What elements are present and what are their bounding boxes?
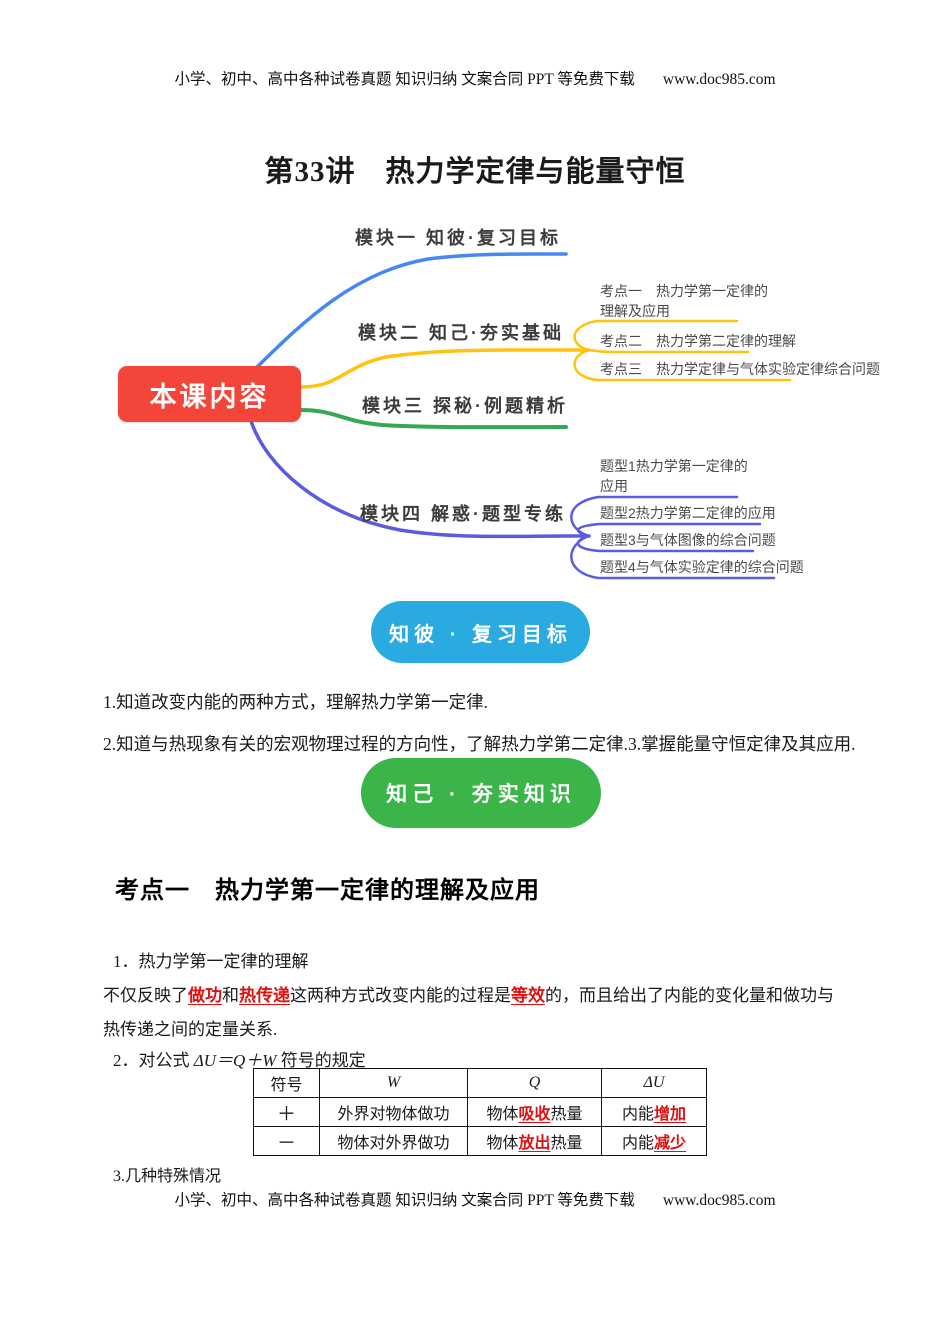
row1-du-red: 增加: [654, 1106, 687, 1123]
mindmap-branch-1[interactable]: 模块一 知彼·复习目标: [355, 228, 561, 248]
row2-du-pre: 内能: [621, 1135, 654, 1152]
row1-w: 外界对物体做功: [319, 1097, 468, 1127]
row2-q-pre: 物体: [486, 1135, 519, 1152]
page-title: 第33讲 热力学定律与能量守恒: [264, 156, 686, 188]
para-seg4: 的，而且给出了内能的变化量和做功与: [545, 986, 834, 1005]
mindmap-branch-2[interactable]: 模块二 知己·夯实基础: [358, 323, 564, 343]
row2-du: 内能减少: [601, 1126, 707, 1156]
mindmap-leaf-kaodian3[interactable]: 考点三 热力学定律与气体实验定律综合问题: [600, 361, 880, 377]
mindmap-root-node[interactable]: 本课内容: [118, 366, 301, 422]
header-text: 小学、初中、高中各种试卷真题 知识归纳 文案合同 PPT 等免费下载: [174, 71, 635, 88]
table-header-w: W: [319, 1068, 468, 1098]
kaodian1-paragraph-line2: 热传递之间的定量关系.: [103, 1020, 278, 1039]
page-footer: 小学、初中、高中各种试卷真题 知识归纳 文案合同 PPT 等免费下载 www.do…: [0, 1188, 950, 1210]
formula-prefix: 2．对公式: [113, 1051, 194, 1070]
table-row: ＋ 外界对物体做功 物体吸收热量 内能增加: [253, 1097, 707, 1127]
mindmap-leaf-kaodian1[interactable]: 考点一 热力学第一定律的 理解及应用: [600, 281, 768, 321]
table-header-q: Q: [467, 1068, 602, 1098]
row1-sign: ＋: [253, 1097, 320, 1127]
row2-q-post: 热量: [550, 1135, 583, 1152]
formula-expression: ΔU＝Q＋W: [193, 1051, 277, 1070]
footer-url: www.doc985.com: [662, 1192, 776, 1209]
kaodian1-paragraph-line1: 不仅反映了做功和热传递这两种方式改变内能的过程是等效的，而且给出了内能的变化量和…: [103, 981, 834, 1006]
mindmap-branch-3[interactable]: 模块三 探秘·例题精析: [362, 396, 568, 416]
basics-pill: 知己 · 夯实知识: [361, 758, 601, 828]
mindmap-branch-4[interactable]: 模块四 解惑·题型专练: [360, 504, 566, 524]
page-header: 小学、初中、高中各种试卷真题 知识归纳 文案合同 PPT 等免费下载 www.do…: [0, 67, 950, 89]
table-header-sign: 符号: [253, 1068, 320, 1098]
row2-q: 物体放出热量: [467, 1126, 602, 1156]
review-item-1: 1.知道改变内能的两种方式，理解热力学第一定律.: [103, 692, 488, 712]
row1-q: 物体吸收热量: [467, 1097, 602, 1127]
mindmap-leaf-tixing1[interactable]: 题型1热力学第一定律的 应用: [600, 456, 748, 496]
header-url: www.doc985.com: [662, 71, 776, 88]
mindmap-leaf-kaodian2[interactable]: 考点二 热力学第二定律的理解: [600, 333, 796, 349]
mindmap-leaf-tixing3[interactable]: 题型3与气体图像的综合问题: [600, 532, 776, 548]
para-seg1: 不仅反映了: [103, 986, 188, 1005]
para-red-rechuandi: 热传递: [239, 986, 290, 1005]
para-red-zuogong: 做功: [188, 986, 222, 1005]
row2-q-red: 放出: [518, 1135, 551, 1152]
kaodian1-sub2-title: 2．对公式 ΔU＝Q＋W 符号的规定: [113, 1046, 366, 1071]
row2-w: 物体对外界做功: [319, 1126, 468, 1156]
mindmap-leaf-tixing4[interactable]: 题型4与气体实验定律的综合问题: [600, 559, 804, 575]
table-row: － 物体对外界做功 物体放出热量 内能减少: [253, 1126, 707, 1156]
review-item-2: 2.知道与热现象有关的宏观物理过程的方向性，了解热力学第二定律.3.掌握能量守恒…: [103, 734, 856, 754]
kaodian1-line1: 考点一 热力学第一定律的: [600, 283, 768, 299]
row1-q-pre: 物体: [486, 1106, 519, 1123]
table-header-row: 符号 W Q ΔU: [253, 1068, 707, 1098]
tixing1-line2: 应用: [600, 478, 628, 494]
sign-convention-table: 符号 W Q ΔU ＋ 外界对物体做功 物体吸收热量 内能增加 － 物体对外界做…: [253, 1068, 707, 1156]
kaodian1-sub3-title: 3.几种特殊情况: [113, 1168, 222, 1185]
table-header-du: ΔU: [601, 1068, 707, 1098]
row1-du-pre: 内能: [621, 1106, 654, 1123]
kaodian1-line2: 理解及应用: [600, 303, 670, 319]
review-goal-pill: 知彼 · 复习目标: [371, 601, 590, 663]
row2-sign: －: [253, 1126, 320, 1156]
para-seg2: 和: [222, 986, 239, 1005]
kaodian1-heading: 考点一 热力学第一定律的理解及应用: [115, 877, 540, 904]
row1-q-red: 吸收: [518, 1106, 551, 1123]
para-seg3: 这两种方式改变内能的过程是: [290, 986, 511, 1005]
row2-du-red: 减少: [654, 1135, 687, 1152]
kaodian1-sub1-title: 1．热力学第一定律的理解: [113, 952, 309, 971]
row1-du: 内能增加: [601, 1097, 707, 1127]
tixing1-line1: 题型1热力学第一定律的: [600, 458, 748, 474]
mindmap-leaf-tixing2[interactable]: 题型2热力学第二定律的应用: [600, 505, 776, 521]
footer-text: 小学、初中、高中各种试卷真题 知识归纳 文案合同 PPT 等免费下载: [174, 1192, 635, 1209]
para-red-dengxiao: 等效: [511, 986, 545, 1005]
formula-suffix: 符号的规定: [276, 1051, 366, 1070]
row1-q-post: 热量: [550, 1106, 583, 1123]
